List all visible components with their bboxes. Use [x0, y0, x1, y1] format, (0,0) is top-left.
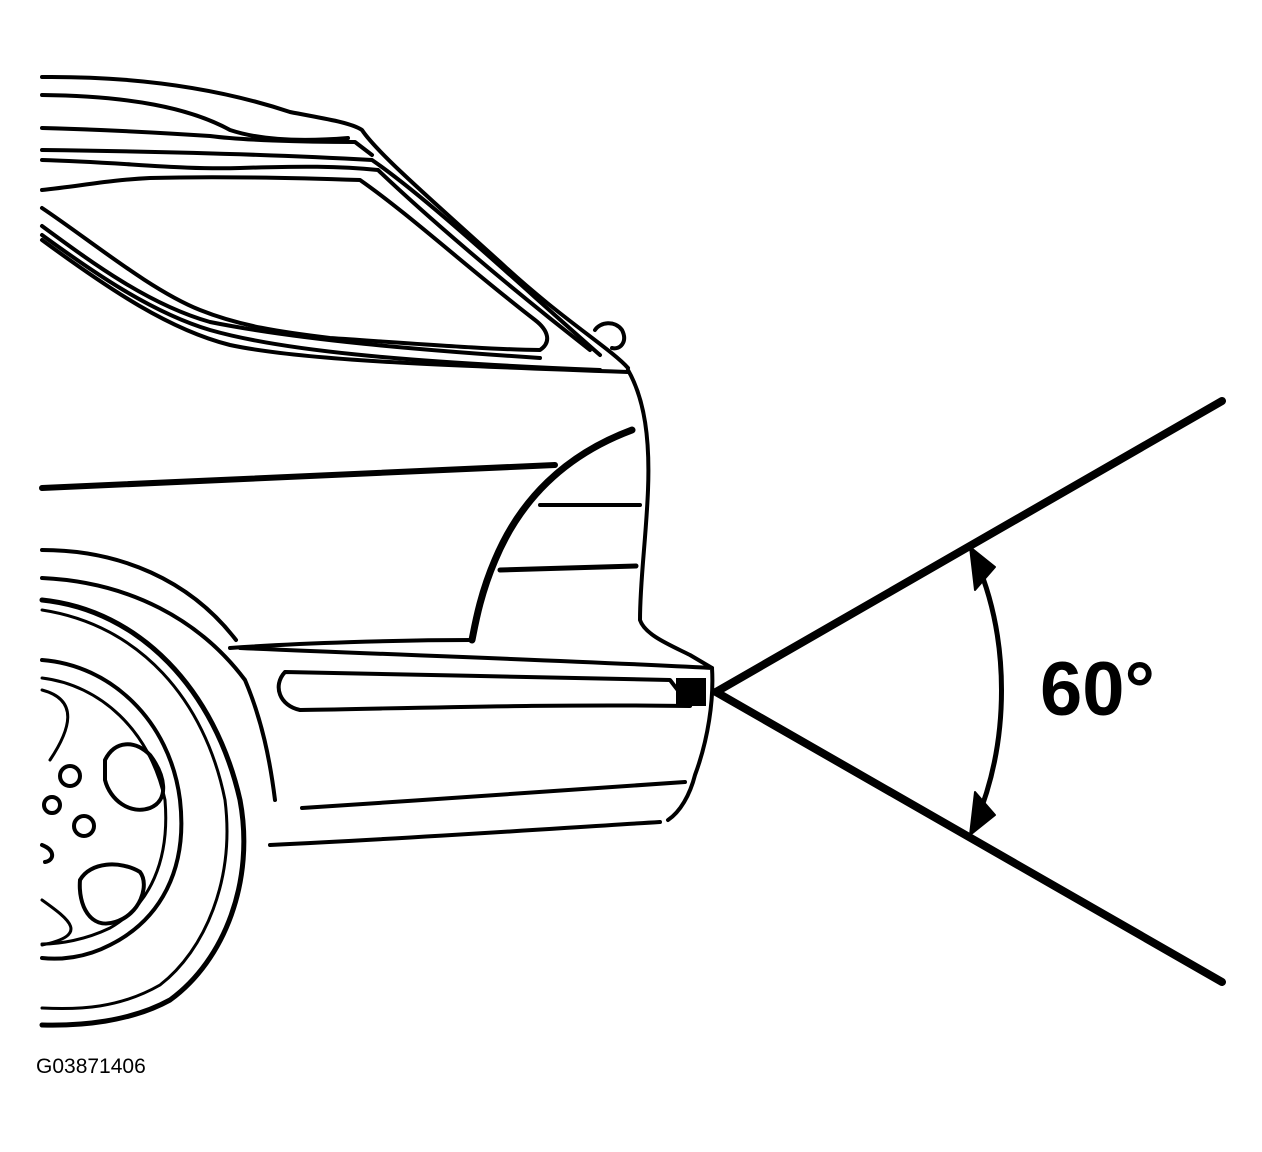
angle-dimension-arc — [969, 546, 1004, 836]
upper-range-line — [712, 397, 1226, 696]
lower-range-line — [712, 688, 1226, 986]
rear-quarter-window — [40, 175, 630, 374]
rear-bumper — [238, 646, 715, 847]
angle-label: 60° — [1040, 647, 1155, 732]
quarter-panel-body — [39, 368, 714, 802]
parking-sensor — [676, 678, 706, 706]
detection-angle-lines — [712, 397, 1226, 986]
roof-and-c-pillar — [40, 74, 630, 370]
figure-code: G03871406 — [36, 1055, 146, 1078]
rear-wheel — [39, 597, 247, 1028]
